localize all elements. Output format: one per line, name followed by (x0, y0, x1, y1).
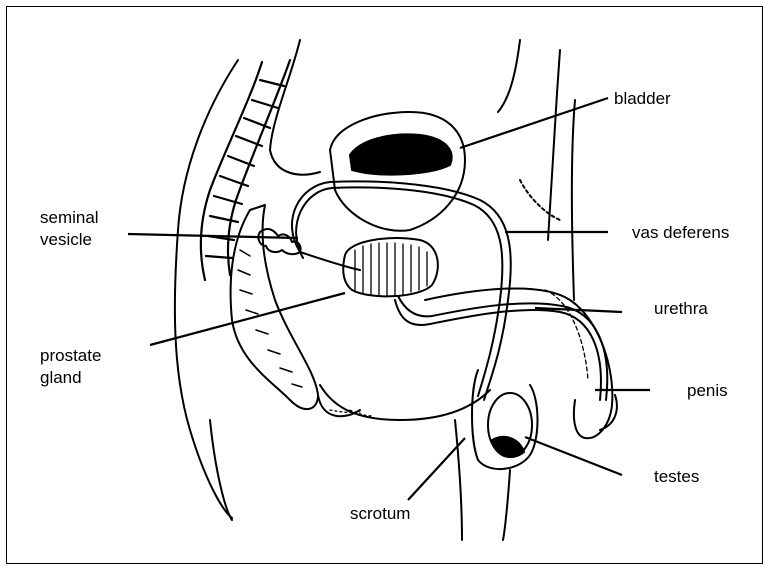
label-penis: penis (687, 380, 728, 402)
label-vas-deferens: vas deferens (632, 222, 729, 244)
leader-bladder (460, 98, 608, 148)
label-seminal-vesicle: seminal vesicle (40, 207, 99, 251)
body-outline (175, 60, 238, 518)
leader-scrotum (408, 438, 465, 500)
label-prostate-gland-line1: prostate (40, 345, 101, 367)
sacrum-spine (201, 60, 290, 280)
prostate (343, 238, 438, 296)
label-bladder: bladder (614, 88, 671, 110)
label-prostate-gland: prostate gland (40, 345, 101, 389)
leader-prostate (150, 293, 345, 345)
label-scrotum: scrotum (350, 503, 410, 525)
rectum (231, 205, 318, 409)
label-prostate-gland-line2: gland (40, 367, 101, 389)
leader-testes (525, 437, 622, 475)
label-testes: testes (654, 466, 699, 488)
label-seminal-vesicle-line2: vesicle (40, 229, 99, 251)
label-urethra: urethra (654, 298, 708, 320)
label-seminal-vesicle-line1: seminal (40, 207, 99, 229)
